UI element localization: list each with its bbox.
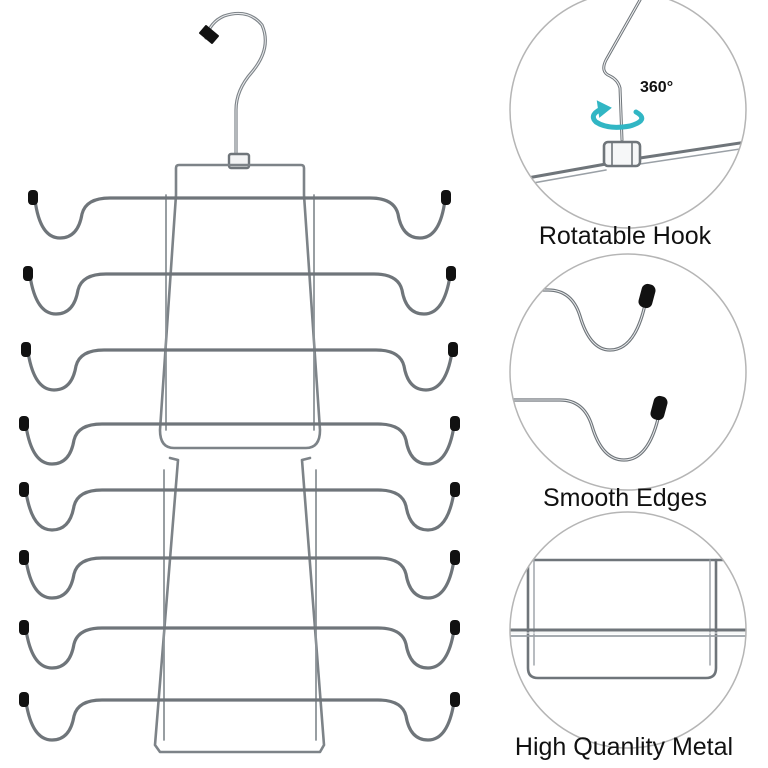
rotate-arrow-icon <box>590 100 645 130</box>
caption-high-quality-metal: High Quanlity Metal <box>514 733 734 761</box>
detail-circle-smooth-edges <box>509 253 747 491</box>
tip-cap-icon <box>21 342 31 357</box>
tip-cap-icon <box>19 550 29 565</box>
tip-cap-icon <box>650 395 668 421</box>
detail-circle-rotatable-hook: 360° <box>509 0 747 229</box>
rotation-badge: 360° <box>640 79 673 96</box>
hook-tip-cap-icon <box>199 25 219 44</box>
tip-cap-icon <box>450 692 460 707</box>
tip-cap-icon <box>23 266 33 281</box>
tier-bar <box>23 266 456 316</box>
tip-cap-icon <box>448 342 458 357</box>
tank-top-hanger <box>19 11 460 754</box>
tier-bar <box>19 620 460 670</box>
tier-bar <box>21 342 458 392</box>
tip-cap-icon <box>19 482 29 497</box>
tip-cap-icon <box>450 416 460 431</box>
tip-cap-icon <box>19 416 29 431</box>
tier-bar <box>19 550 460 600</box>
tip-cap-icon <box>450 620 460 635</box>
lower-frame <box>153 456 326 754</box>
tier-bar <box>19 416 460 466</box>
tip-cap-icon <box>441 190 451 205</box>
caption-rotatable-hook: Rotatable Hook <box>538 222 712 250</box>
detail-circle-metal-frame <box>509 511 747 749</box>
upper-frame <box>158 163 322 450</box>
tip-cap-icon <box>446 266 456 281</box>
tier-bar <box>28 190 451 240</box>
tier-bar <box>19 482 460 532</box>
tip-cap-icon <box>19 620 29 635</box>
caption-smooth-edges: Smooth Edges <box>543 484 707 512</box>
tip-cap-icon <box>450 550 460 565</box>
tier-bar <box>19 692 460 742</box>
tip-cap-icon <box>19 692 29 707</box>
hanger-hook <box>199 11 267 170</box>
tip-cap-icon <box>638 283 656 309</box>
swivel-clip <box>602 140 642 168</box>
tip-cap-icon <box>28 190 38 205</box>
hanger-tiers <box>19 190 460 742</box>
tip-cap-icon <box>450 482 460 497</box>
